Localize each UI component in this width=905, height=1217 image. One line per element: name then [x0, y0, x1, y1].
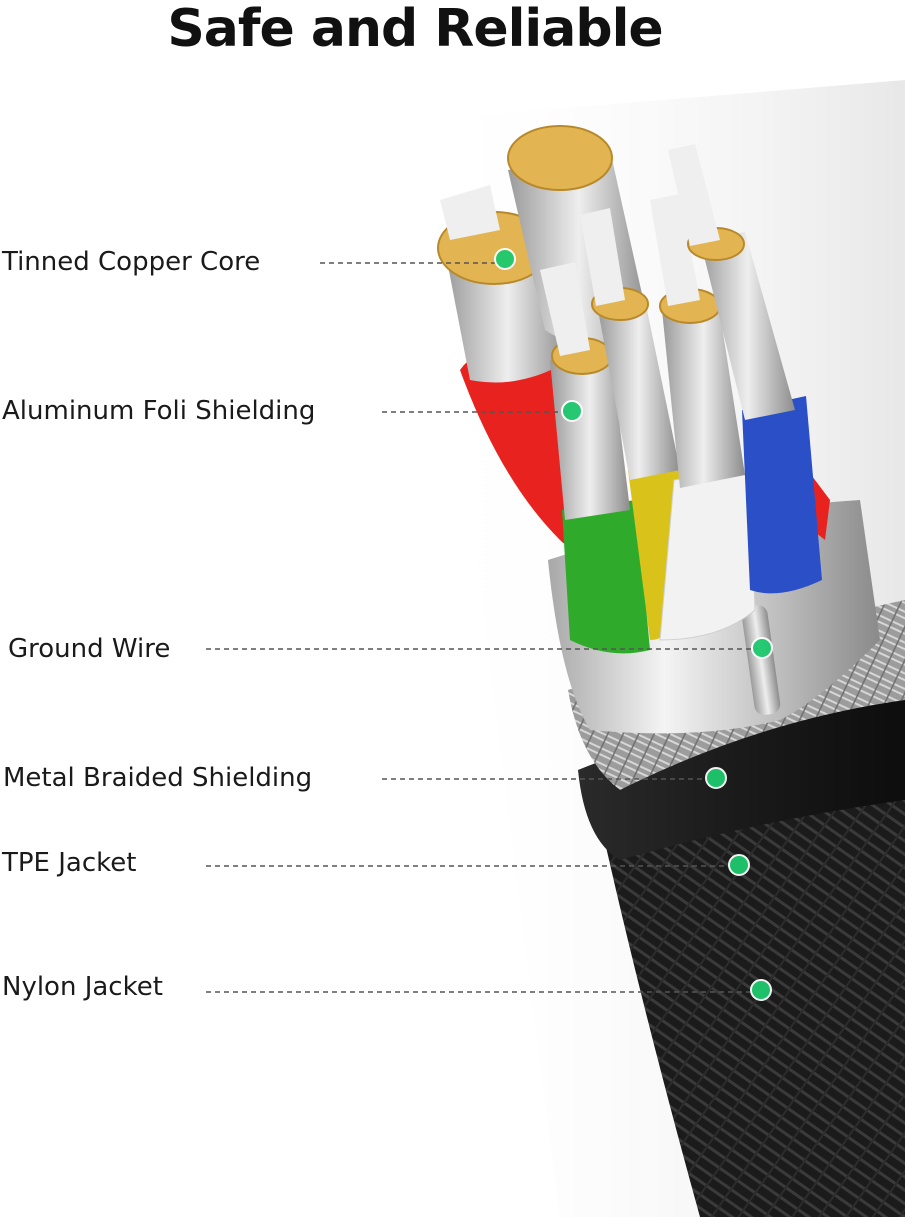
page-title: Safe and Reliable	[167, 0, 663, 59]
label-nylon-jacket: Nylon Jacket	[2, 972, 163, 1002]
wire-blue	[742, 396, 822, 594]
marker-tinned-copper-core	[494, 248, 516, 270]
label-metal-braided-shielding: Metal Braided Shielding	[3, 763, 313, 793]
label-tinned-copper-core: Tinned Copper Core	[2, 247, 261, 277]
label-ground-wire: Ground Wire	[8, 634, 171, 664]
marker-nylon-jacket	[750, 979, 772, 1001]
marker-metal-braided-shielding	[705, 767, 727, 789]
marker-tpe-jacket	[728, 854, 750, 876]
tpe-jacket-ring	[578, 690, 905, 860]
wire-white	[659, 467, 756, 641]
marker-ground-wire	[751, 637, 773, 659]
copper-core-top	[507, 125, 613, 191]
label-tpe-jacket: TPE Jacket	[2, 848, 137, 878]
ground-wire-strand	[741, 605, 781, 715]
label-aluminum-foil-shielding: Aluminum Foli Shielding	[2, 396, 316, 426]
wire-green	[562, 500, 650, 654]
marker-aluminum-foil-shielding	[561, 400, 583, 422]
